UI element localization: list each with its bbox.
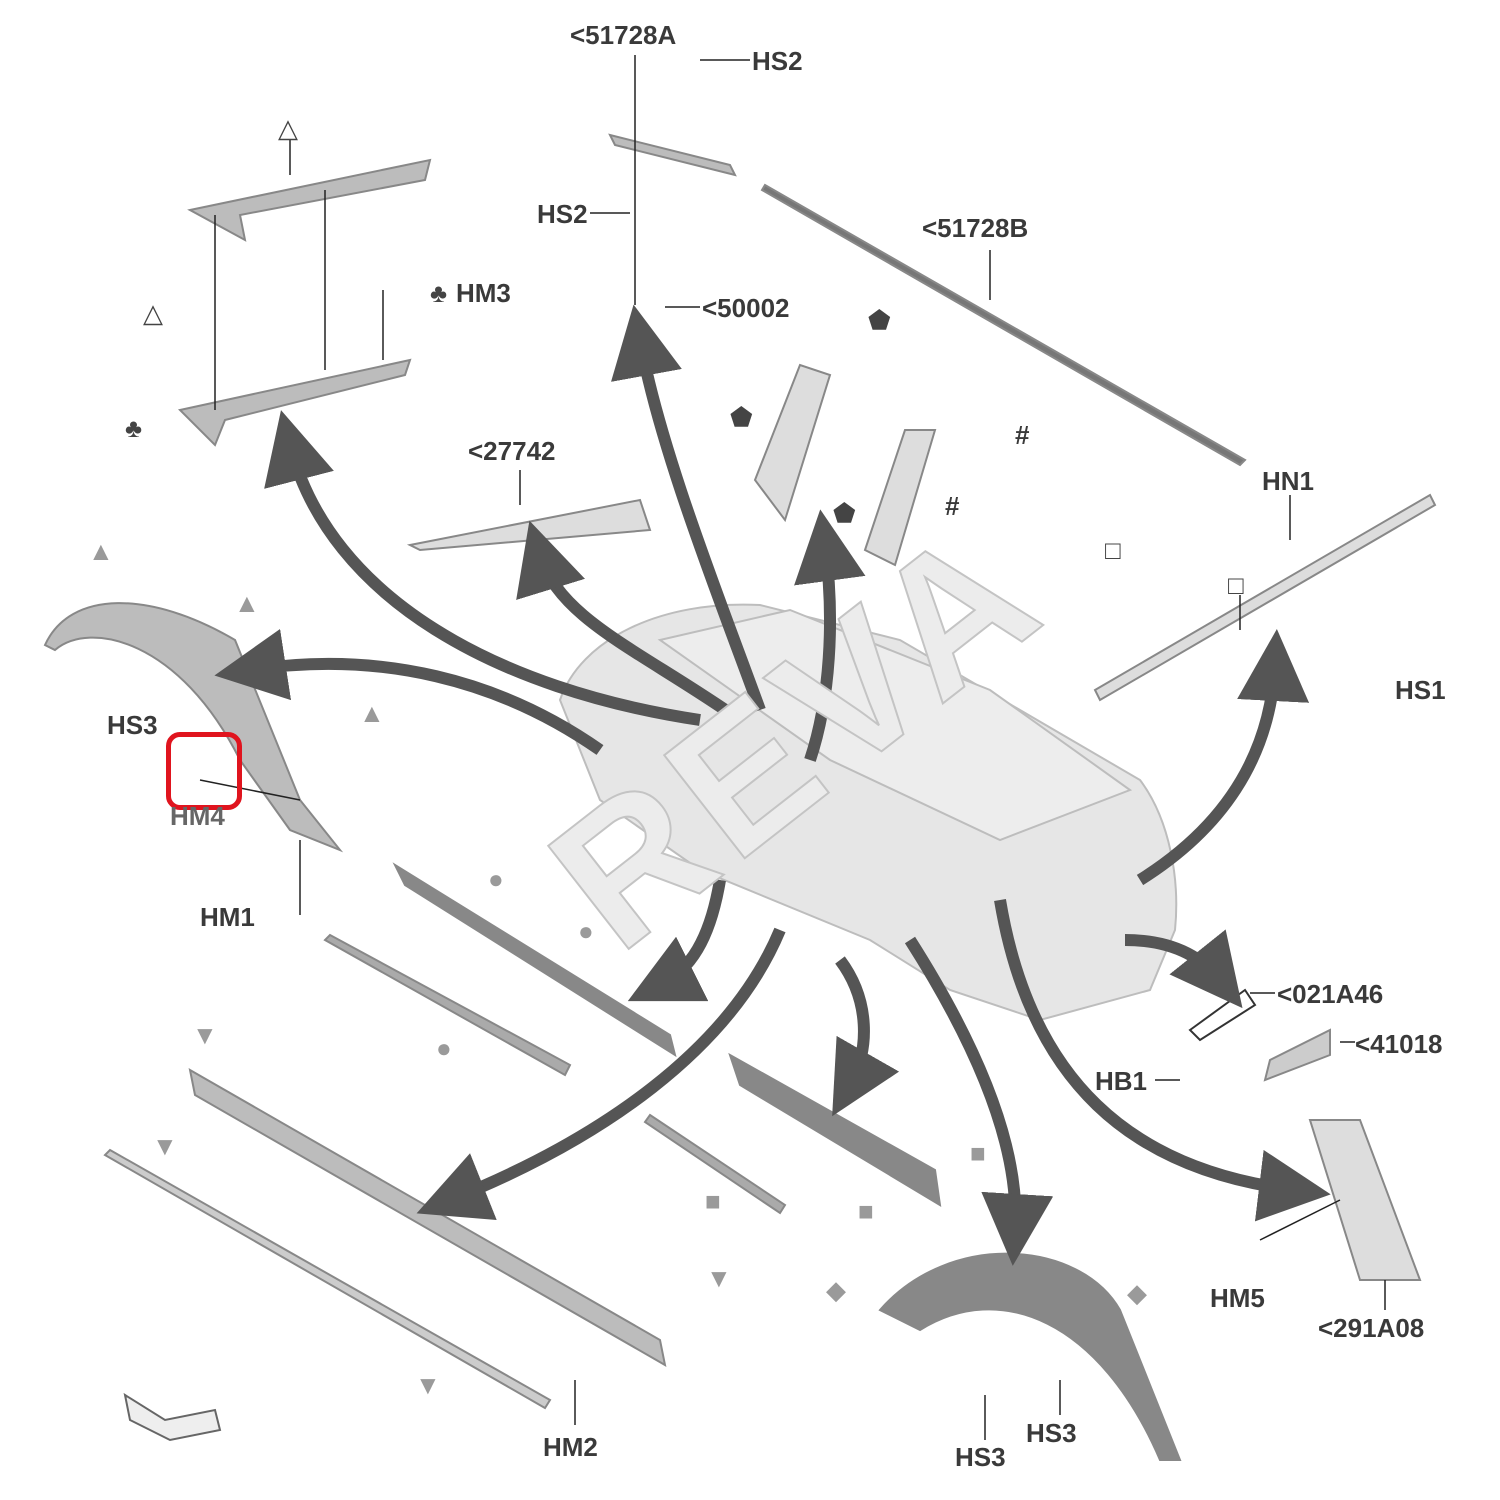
square-symbol: □ — [1105, 535, 1121, 565]
square-symbol: ■ — [858, 1196, 874, 1226]
label-51728a: <51728A — [570, 20, 677, 50]
pentagon-symbol: ⬟ — [730, 402, 753, 432]
circle-symbol: ● — [488, 864, 504, 894]
club-symbol: ♣ — [430, 278, 448, 308]
triangle-down-symbol: ▼ — [415, 1370, 441, 1400]
label-hm4: HM4 — [170, 801, 225, 831]
label-hm1: HM1 — [200, 902, 255, 932]
label-50002: <50002 — [702, 293, 790, 323]
triangle-symbol: △ — [278, 113, 298, 143]
circle-symbol: ● — [436, 1033, 452, 1063]
label-hn1: HN1 — [1262, 466, 1315, 496]
hash-symbol: # — [1015, 420, 1030, 450]
pentagon-symbol: ⬟ — [833, 498, 856, 528]
label-51728b: <51728B — [922, 213, 1029, 243]
square-symbol: ■ — [705, 1186, 721, 1216]
label-hb1: HB1 — [1095, 1066, 1148, 1096]
label-hs2-mid: HS2 — [537, 199, 588, 229]
pentagon-symbol: ⬟ — [868, 305, 891, 335]
club-symbol: ♣ — [125, 413, 143, 443]
direction-arrows — [214, 304, 1331, 1266]
label-hs1: HS1 — [1395, 675, 1446, 705]
square-symbol: ■ — [970, 1138, 986, 1168]
label-hm3: HM3 — [456, 278, 511, 308]
orientation-arrow — [123, 1392, 222, 1442]
label-hm5: HM5 — [1210, 1283, 1265, 1313]
circle-symbol: ● — [578, 916, 594, 946]
triangle-down-symbol: ▼ — [152, 1131, 178, 1161]
label-021a46: <021A46 — [1277, 979, 1384, 1009]
highlight-box-hm4 — [166, 732, 242, 810]
label-291a08: <291A08 — [1318, 1313, 1425, 1343]
diamond-symbol: ◆ — [826, 1275, 846, 1305]
label-hm2: HM2 — [543, 1432, 598, 1462]
label-hs3-bottom-right: HS3 — [1026, 1418, 1077, 1448]
label-hs3-left: HS3 — [107, 710, 158, 740]
triangle-down-symbol: ▼ — [192, 1020, 218, 1050]
triangle-symbol: ▲ — [88, 536, 114, 566]
triangle-symbol: ▲ — [234, 588, 260, 618]
triangle-symbol: ▲ — [359, 698, 385, 728]
label-27742: <27742 — [468, 436, 556, 466]
label-hs3-bottom-left: HS3 — [955, 1442, 1006, 1472]
diamond-symbol: ◆ — [1127, 1278, 1147, 1308]
label-41018: <41018 — [1355, 1029, 1443, 1059]
label-hs2-top: HS2 — [752, 46, 803, 76]
triangle-symbol: △ — [143, 298, 163, 328]
square-symbol: □ — [1228, 570, 1244, 600]
hash-symbol: # — [945, 491, 960, 521]
triangle-down-symbol: ▼ — [706, 1263, 732, 1293]
leader-lines — [199, 55, 1386, 1440]
